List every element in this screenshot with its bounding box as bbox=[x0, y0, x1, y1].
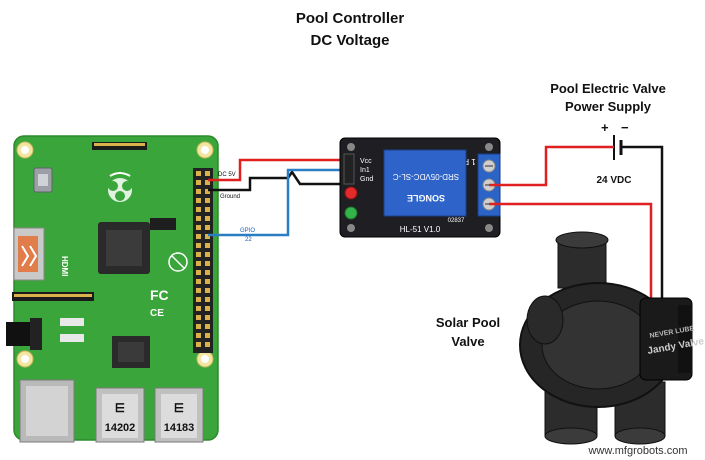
gpio-pin bbox=[205, 288, 210, 293]
gpio-pin bbox=[205, 297, 210, 302]
usb-chip-label-2: 14183 bbox=[164, 422, 195, 434]
gpio-pin bbox=[196, 306, 201, 311]
gpio-pin bbox=[196, 315, 201, 320]
gpio-pin bbox=[205, 252, 210, 257]
valve-label-line2: Valve bbox=[451, 334, 484, 349]
gpio-pin bbox=[196, 279, 201, 284]
power-supply: Pool Electric Valve Power Supply + − 24 … bbox=[550, 81, 666, 186]
gpio-pin bbox=[205, 225, 210, 230]
wire-ground bbox=[208, 169, 349, 192]
label-gpio-line2: 22 bbox=[245, 237, 252, 243]
raspberry-pi-board: HDMI FC CE ⋿ 14202 bbox=[6, 135, 219, 443]
gpio-pin bbox=[196, 297, 201, 302]
red-led-icon bbox=[344, 186, 358, 200]
gpio-pin bbox=[205, 270, 210, 275]
usb-chip-label-1: 14202 bbox=[105, 422, 136, 434]
gpio-pin bbox=[205, 333, 210, 338]
gpio-pin bbox=[205, 261, 210, 266]
valve-label-line1: Solar Pool bbox=[436, 315, 500, 330]
gpio-pin bbox=[196, 342, 201, 347]
gpio-pin bbox=[196, 198, 201, 203]
green-led-icon bbox=[344, 206, 358, 220]
power-supply-label-line1: Pool Electric Valve bbox=[550, 81, 666, 96]
ce-mark: CE bbox=[150, 308, 164, 319]
relay-pin-gnd: Gnd bbox=[360, 176, 373, 183]
label-dc5v: DC 5V bbox=[218, 172, 236, 178]
gpio-pin bbox=[205, 189, 210, 194]
relay-pin-in1: In1 bbox=[360, 167, 370, 174]
relay-brand: SONGLE bbox=[407, 193, 445, 203]
gpio-pin bbox=[205, 216, 210, 221]
gpio-pin bbox=[205, 306, 210, 311]
usb-port-2: ⋿ 14183 bbox=[154, 387, 204, 443]
minus-sign: − bbox=[621, 120, 629, 135]
gpio-pin bbox=[196, 216, 201, 221]
gpio-pin bbox=[205, 243, 210, 248]
power-wires bbox=[489, 145, 664, 298]
label-ground: Ground bbox=[220, 194, 240, 200]
power-supply-label-line2: Power Supply bbox=[565, 99, 652, 114]
plus-sign: + bbox=[601, 120, 609, 135]
gpio-pin bbox=[196, 171, 201, 176]
gpio-pin bbox=[196, 207, 201, 212]
watermark: www.mfgrobots.com bbox=[587, 445, 687, 457]
gpio-pin bbox=[196, 324, 201, 329]
relay-pin-vcc: Vcc bbox=[360, 158, 372, 165]
gpio-header bbox=[196, 171, 210, 347]
raspberry-logo-icon bbox=[108, 172, 132, 202]
relay-model: HL-51 V1.0 bbox=[400, 225, 441, 234]
gpio-pin bbox=[196, 180, 201, 185]
gpio-pin bbox=[205, 342, 210, 347]
voltage-label: 24 VDC bbox=[596, 175, 631, 186]
wire-relay-to-valve bbox=[489, 202, 653, 298]
gpio-pin bbox=[196, 234, 201, 239]
title-line2: DC Voltage bbox=[311, 32, 390, 49]
usb-port-1: ⋿ 14202 bbox=[95, 387, 145, 443]
gpio-pin bbox=[205, 207, 210, 212]
gpio-pin bbox=[205, 234, 210, 239]
gpio-pin bbox=[205, 171, 210, 176]
wire-relay-to-supply bbox=[489, 145, 614, 187]
solar-pool-valve: Solar Pool Valve NEVER LUBE Jandy Valve bbox=[436, 231, 705, 445]
wire-supply-to-valve bbox=[621, 145, 664, 298]
title-line1: Pool Controller bbox=[296, 10, 404, 27]
relay-part-text: SRD-05VDC-SL-C bbox=[393, 172, 459, 181]
fc-mark: FC bbox=[150, 287, 169, 303]
hdmi-label: HDMI bbox=[60, 256, 69, 276]
wire-gpio22 bbox=[208, 168, 347, 237]
gpio-pin bbox=[196, 243, 201, 248]
gpio-pin bbox=[205, 324, 210, 329]
gpio-pin bbox=[205, 279, 210, 284]
gpio-pin bbox=[205, 180, 210, 185]
gpio-pin bbox=[196, 261, 201, 266]
gpio-pin bbox=[196, 270, 201, 275]
gpio-pin bbox=[196, 189, 201, 194]
relay-code: 02837 bbox=[448, 218, 465, 224]
gpio-pin bbox=[205, 198, 210, 203]
gpio-pin bbox=[205, 315, 210, 320]
wire-dc5v bbox=[208, 158, 347, 182]
gpio-pin bbox=[196, 333, 201, 338]
relay-module: 1 Relay Module Vcc In1 Gnd SRD-05VDC-SL-… bbox=[339, 137, 501, 238]
label-gpio-line1: GPIO bbox=[240, 228, 255, 234]
svg-text:⋿: ⋿ bbox=[115, 401, 125, 415]
svg-text:⋿: ⋿ bbox=[174, 401, 184, 415]
gpio-pin bbox=[196, 252, 201, 257]
pi-to-relay-wires: DC 5V Ground GPIO 22 bbox=[208, 158, 349, 243]
gpio-pin bbox=[196, 225, 201, 230]
gpio-pin bbox=[196, 288, 201, 293]
